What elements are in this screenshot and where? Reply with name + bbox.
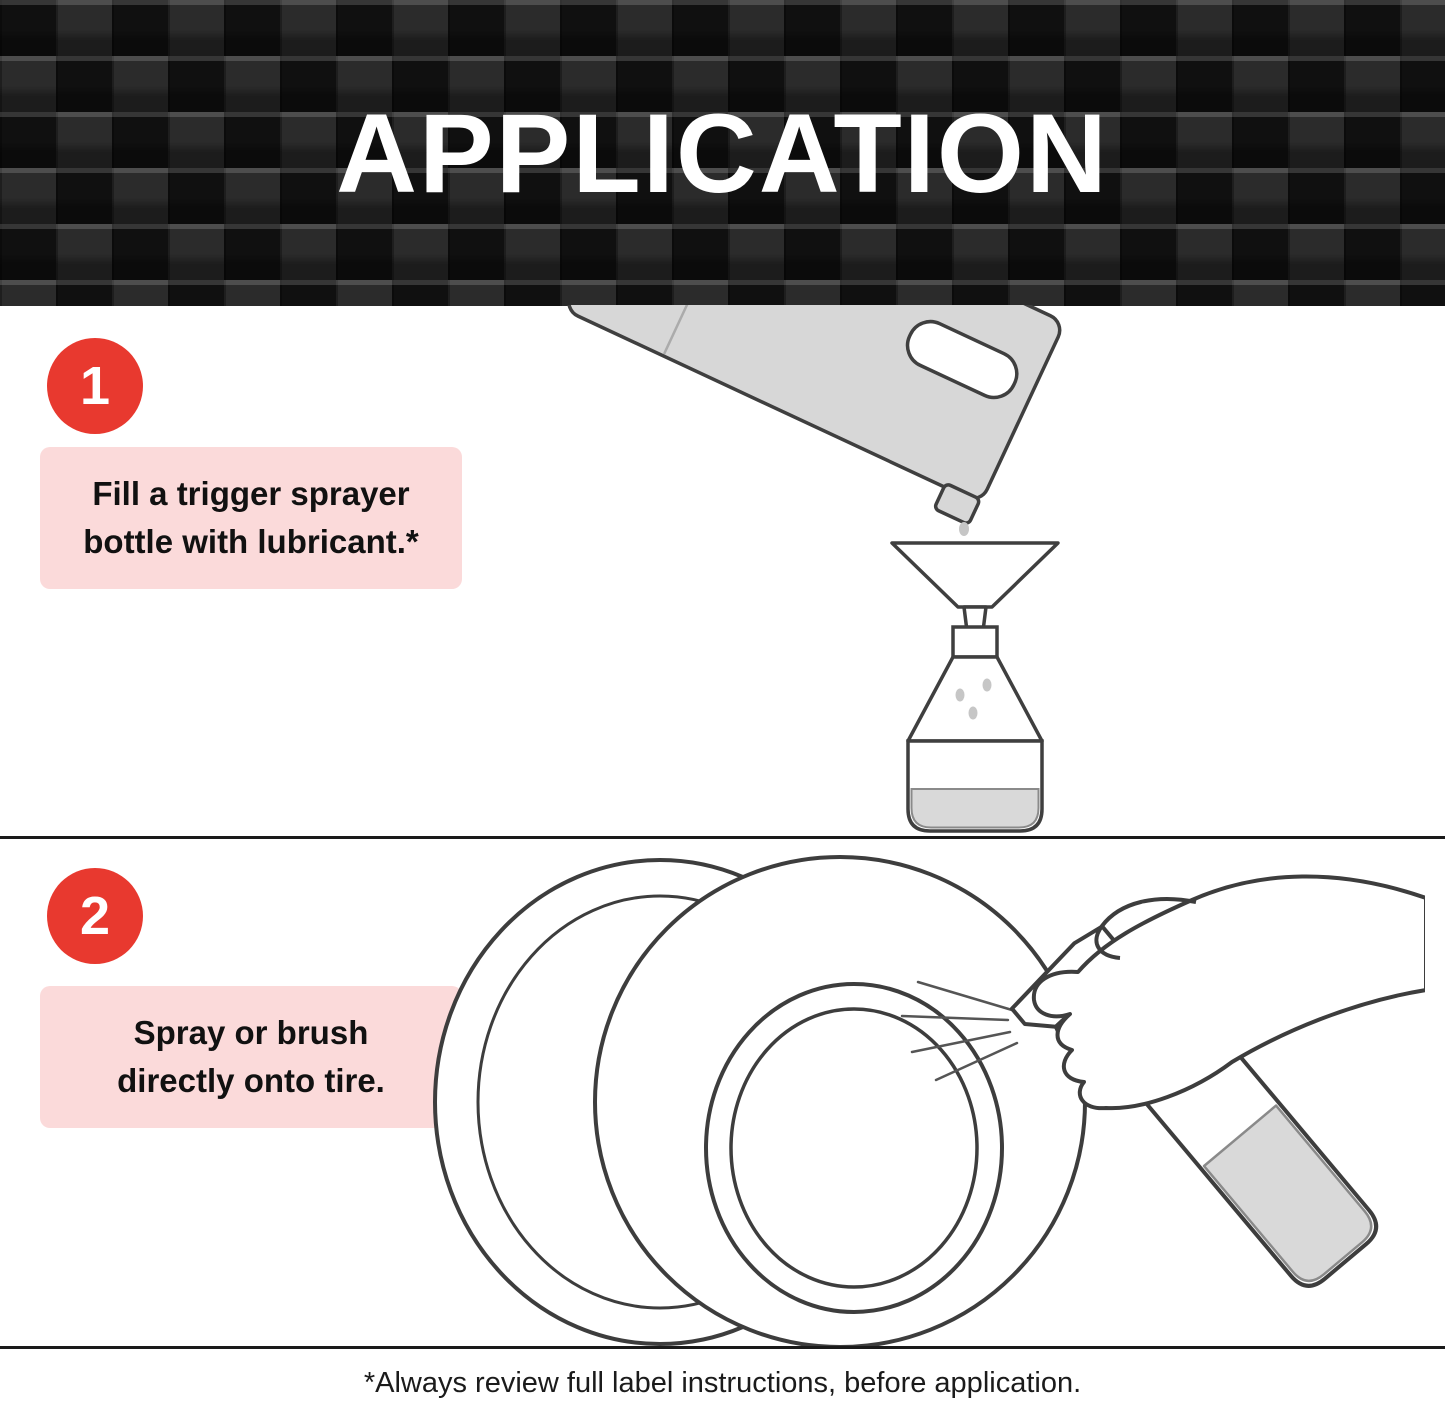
thumb-line (1094, 897, 1197, 960)
step-1-text-line1: Fill a trigger sprayer (92, 475, 410, 513)
pour-drop (959, 522, 969, 536)
bottle-liquid (1202, 1104, 1373, 1283)
tire-icon (433, 855, 1087, 1346)
step-1-text-line2: bottle with lubricant.* (83, 523, 419, 560)
step-1-illustration (567, 305, 1062, 833)
section-divider-top (0, 836, 1445, 839)
funnel-icon (890, 541, 1060, 633)
step-2-callout: Spray or brush directly onto tire. (40, 986, 462, 1128)
jug-handle-slot (905, 319, 1019, 400)
step-1-badge: 1 (47, 338, 143, 434)
hand-icon (1031, 874, 1425, 1111)
step-2-badge: 2 (47, 868, 143, 964)
header-banner: APPLICATION (0, 0, 1445, 306)
section-divider-bottom (0, 1346, 1445, 1349)
spray-bottle-icon (906, 625, 1044, 833)
spray-mist (900, 980, 1019, 1082)
step-1-number: 1 (79, 356, 111, 416)
footer-note-text: *Always review full label instructions, … (363, 1367, 1082, 1399)
liquid-level (910, 788, 1040, 829)
step-1-callout: Fill a trigger sprayer bottle with lubri… (40, 447, 462, 589)
step-2-text-line1: Spray or brush (133, 1014, 369, 1052)
jug-icon (567, 305, 1062, 525)
footer-note: *Always review full label instructions, … (0, 1349, 1445, 1418)
step-2-number: 2 (79, 886, 111, 946)
step-2-text-line2: directly onto tire. (117, 1062, 385, 1099)
tire-rim-inner (729, 1007, 979, 1289)
jug-spout (933, 483, 981, 525)
step-2-illustration (433, 855, 1425, 1346)
liquid-drops (955, 678, 992, 720)
page-title: APPLICATION (336, 90, 1109, 216)
